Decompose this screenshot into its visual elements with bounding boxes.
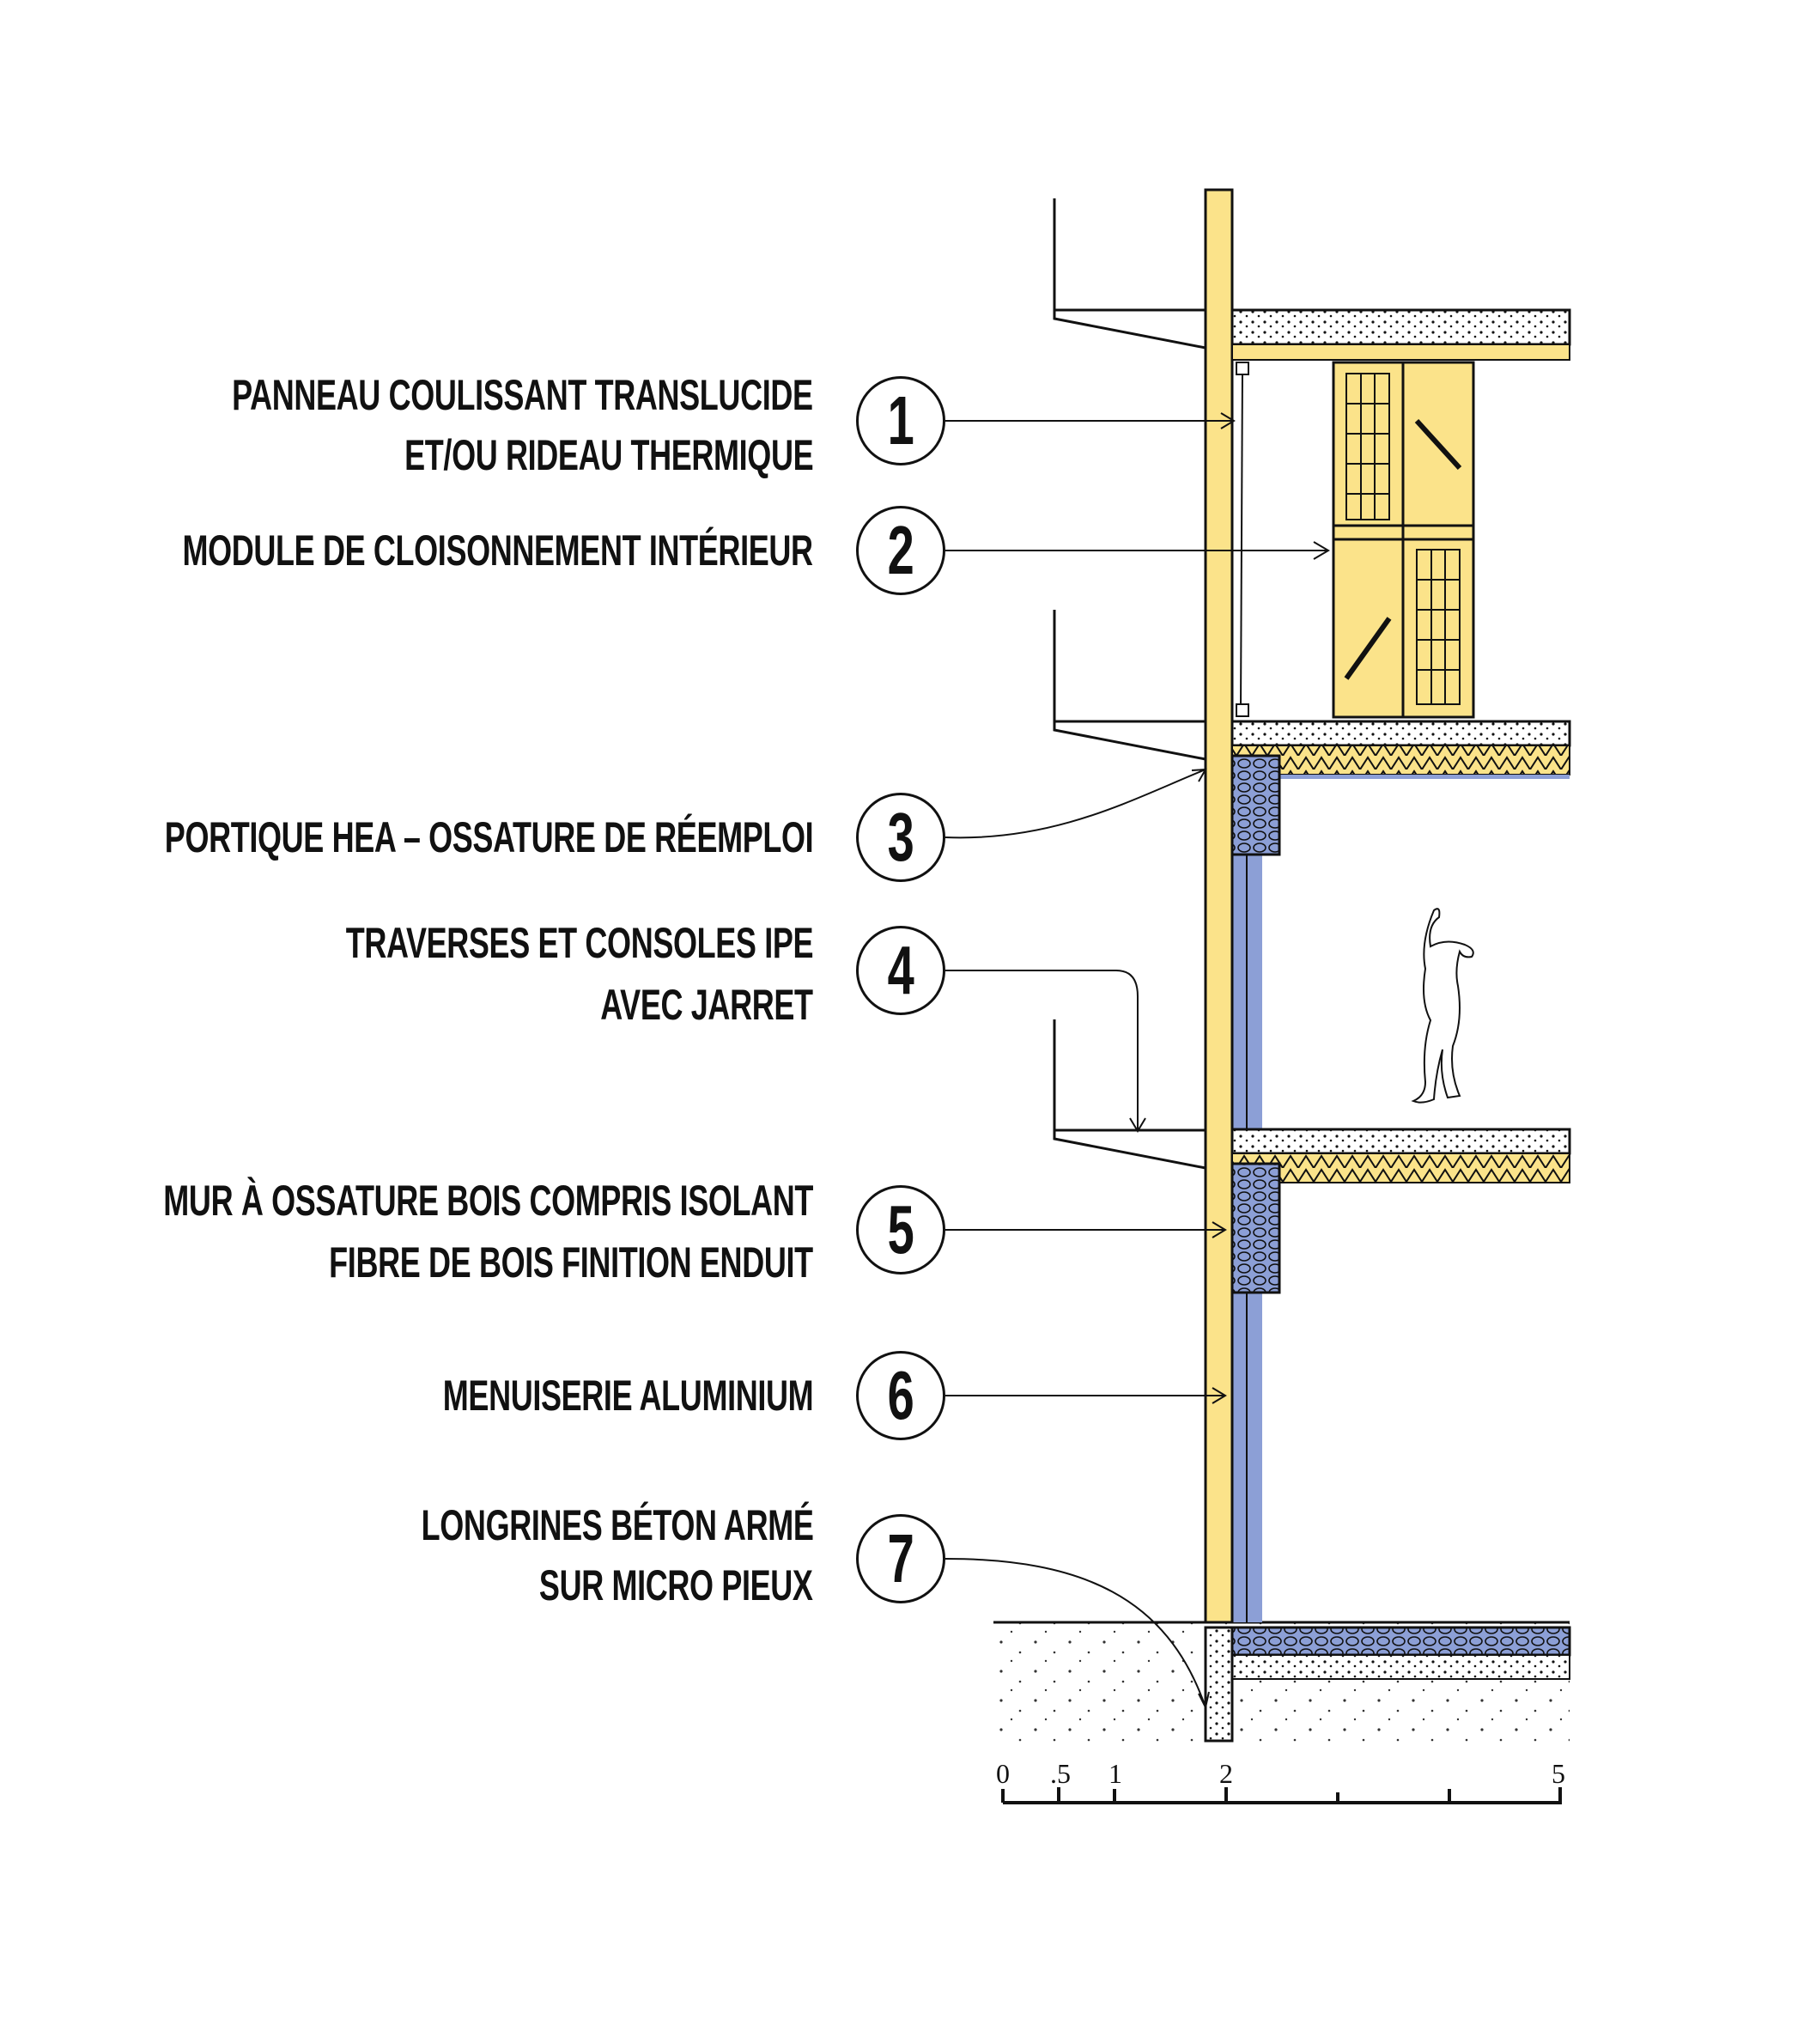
callout-6-badge: 6: [856, 1351, 945, 1440]
scale-label-5: 5: [1552, 1758, 1565, 1789]
callout-5-badge: 5: [856, 1185, 945, 1274]
interior-partition-module: [1332, 361, 1475, 719]
callout-2-badge: 2: [856, 506, 945, 595]
floor-slab-lower: [1230, 1128, 1571, 1155]
callout-4-badge: 4: [856, 926, 945, 1015]
callout-7-line-2: SUR MICRO PIEUX: [539, 1561, 813, 1609]
sliding-panel: [1240, 368, 1243, 709]
callout-4-line-2: AVEC JARRET: [600, 981, 814, 1029]
timber-frame-wall-lower: [1230, 1162, 1281, 1294]
timber-frame-wall-upper: [1230, 754, 1281, 856]
scale-label-0: 0: [996, 1758, 1010, 1789]
scale-label-0-5: .5: [1050, 1758, 1071, 1789]
ground-slab: [1230, 1626, 1571, 1657]
callout-4-line-1: TRAVERSES ET CONSOLES IPE: [345, 919, 814, 967]
callout-7-line-1: LONGRINES BÉTON ARMÉ: [421, 1501, 813, 1549]
callout-5-line-1: MUR À OSSATURE BOIS COMPRIS ISOLANT: [163, 1177, 813, 1225]
callout-2-line-1: MODULE DE CLOISONNEMENT INTÉRIEUR: [182, 526, 814, 575]
foundation-beam: [1204, 1626, 1234, 1743]
timber-column: [1204, 188, 1234, 1624]
floor-slab-upper: [1230, 720, 1571, 747]
leader-lines: [944, 412, 1330, 1710]
human-figure: [1411, 908, 1474, 1104]
roof-slab: [1230, 308, 1571, 346]
scale-label-1: 1: [1108, 1758, 1122, 1789]
callout-3-line-1: PORTIQUE HEA – OSSATURE DE RÉEMPLOI: [164, 813, 814, 861]
callout-3-badge: 3: [856, 793, 945, 882]
scale-bar: [1001, 1787, 1562, 1804]
callout-1-line-1: PANNEAU COULISSANT TRANSLUCIDE: [232, 371, 813, 419]
callout-1-badge: 1: [856, 376, 945, 465]
callout-5-line-2: FIBRE DE BOIS FINITION ENDUIT: [329, 1238, 813, 1287]
scale-label-2: 2: [1219, 1758, 1233, 1789]
balconies: [1053, 198, 1206, 1170]
callout-7-badge: 7: [856, 1514, 945, 1603]
callout-6-line-1: MENUISERIE ALUMINIUM: [442, 1372, 814, 1420]
callout-1-line-2: ET/OU RIDEAU THERMIQUE: [404, 431, 813, 479]
